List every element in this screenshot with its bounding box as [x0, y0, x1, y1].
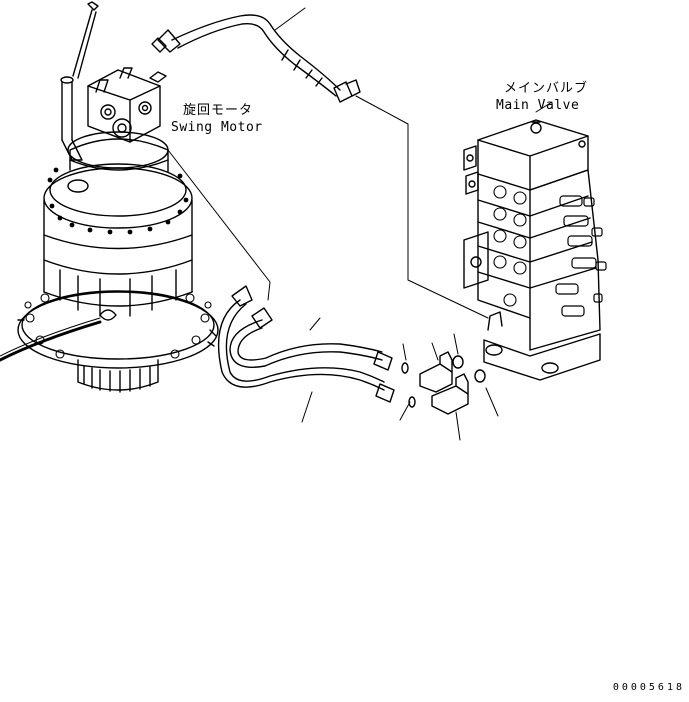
swing-motor-label-jp: 旋回モータ: [183, 103, 254, 118]
main-valve-label-en: Main Valve: [496, 98, 580, 113]
lower-hoses: [167, 149, 395, 423]
swing-motor-label-en: Swing Motor: [171, 120, 263, 135]
elbow-fittings: [399, 333, 499, 441]
main-valve: [463, 101, 607, 381]
document-number: 00005618: [612, 682, 685, 693]
main-valve-label-jp: メインバルブ: [504, 81, 589, 96]
top-hose: [151, 7, 489, 319]
swing-motor: [0, 1, 219, 393]
